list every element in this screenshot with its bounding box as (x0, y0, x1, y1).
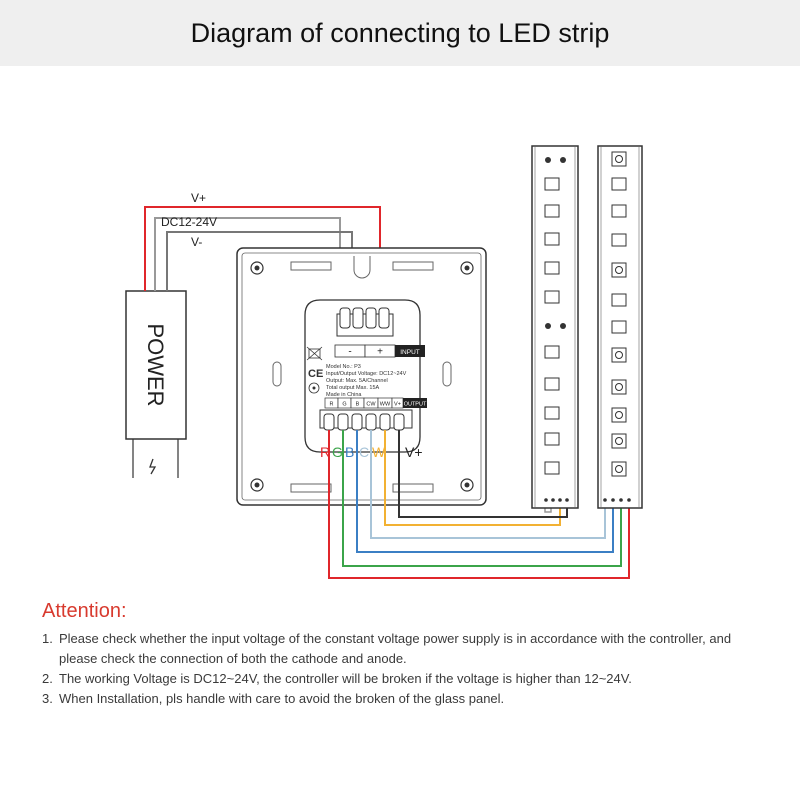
output-terminal-label: B (356, 402, 360, 408)
attention-section: Attention: 1. Please check whether the i… (42, 600, 762, 709)
output-terminal-label: G (342, 402, 346, 408)
led-strip-2 (597, 145, 643, 509)
spec-line: Output: Max. 5A/Channel (326, 378, 388, 384)
attention-title: Attention: (42, 600, 127, 622)
channel-letter-b: B (345, 444, 354, 460)
output-terminal-block (319, 409, 413, 431)
wiring-diagram: POWER V+ DC12-24V V- (125, 145, 643, 579)
spec-line: Model No.: P3 (326, 364, 361, 370)
v-plus-input-label: V+ (191, 191, 206, 205)
note-number: 3. (42, 691, 53, 706)
input-terminal-block (336, 307, 394, 337)
output-terminal-label: CW (366, 402, 376, 408)
ce-mark-icon: CE (308, 368, 323, 380)
output-terminal-label: V+ (394, 402, 401, 408)
output-label-row: R G B CW WW V+ OUTPUT (324, 397, 427, 409)
input-plus-label: + (377, 347, 383, 358)
voltage-label: DC12-24V (161, 215, 217, 229)
power-label: POWER (143, 323, 168, 406)
page-title: Diagram of connecting to LED strip (190, 17, 610, 48)
attention-note: 2. The working Voltage is DC12~24V, the … (42, 669, 762, 689)
channel-letter-r: R (320, 444, 330, 460)
channel-letter-g: G (332, 444, 343, 460)
led-strip-1 (531, 145, 579, 509)
v-minus-input-label: V- (191, 235, 202, 249)
note-number: 2. (42, 671, 53, 686)
note-number: 1. (42, 631, 53, 646)
input-minus-label: - (348, 347, 351, 358)
channel-letter-w: W (372, 444, 386, 460)
note-text: When Installation, pls handle with care … (59, 691, 505, 706)
weee-bin-icon (306, 346, 323, 361)
spec-line: Made in China (326, 392, 362, 398)
rohs-icon (308, 382, 320, 394)
channel-label-vplus: V+ (405, 444, 423, 460)
attention-note: 1. Please check whether the input voltag… (42, 629, 762, 669)
spec-line: Input/Output Voltage: DC12~24V (326, 371, 407, 377)
input-label: INPUT (400, 349, 420, 356)
output-wires (328, 430, 630, 579)
plug-icon (149, 458, 157, 475)
header-bar: Diagram of connecting to LED strip (0, 0, 800, 66)
output-terminal-label: R (330, 402, 334, 408)
output-label: OUTPUT (404, 402, 427, 408)
controller-label: - + INPUT CE Model No.: P3 Input/Output … (306, 344, 427, 409)
channel-letter-c: C (359, 444, 369, 460)
note-text: Please check whether the input voltage o… (59, 631, 732, 666)
input-wires: V+ DC12-24V V- (144, 191, 381, 308)
attention-note: 3. When Installation, pls handle with ca… (42, 689, 762, 709)
power-supply: POWER (125, 290, 187, 478)
output-terminal-label: WW (380, 402, 391, 408)
note-text: The working Voltage is DC12~24V, the con… (59, 671, 632, 686)
channel-letters: R G B C W V+ (320, 444, 423, 460)
spec-line: Total output Max. 15A (326, 385, 380, 391)
